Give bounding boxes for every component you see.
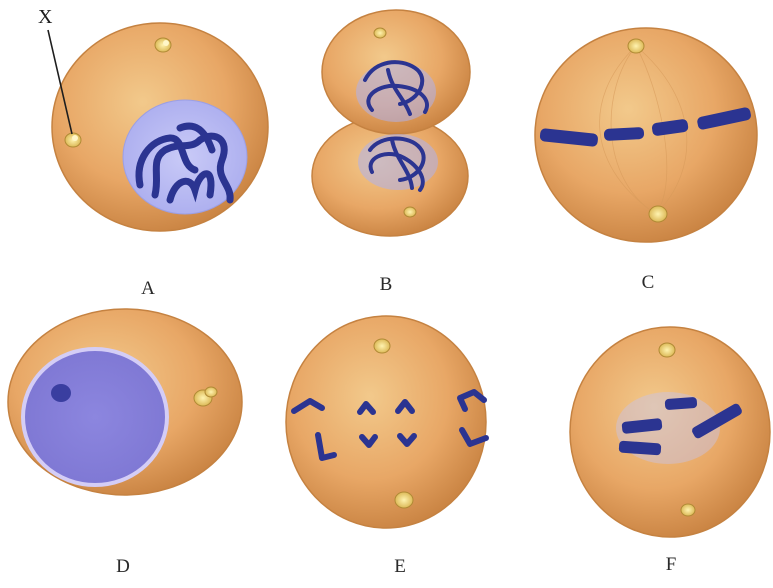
panel-label-f: F xyxy=(641,554,701,576)
cell-a-centriole-x xyxy=(65,133,81,147)
panel-label-b: B xyxy=(356,274,416,296)
cell-d xyxy=(8,309,242,495)
cell-e xyxy=(286,316,486,528)
pointer-label-x: X xyxy=(38,6,52,29)
cell-b-centriole-bottom xyxy=(404,207,416,217)
cell-b-centriole-top xyxy=(374,28,386,38)
cell-f-centriole-top xyxy=(659,343,675,357)
cell-d-nucleolus xyxy=(51,384,71,402)
cell-b xyxy=(312,10,470,236)
panel-label-a: A xyxy=(118,278,178,300)
cell-c-centriole-top xyxy=(628,39,644,53)
cell-f-centriole-bottom xyxy=(681,504,695,516)
panel-label-d: D xyxy=(93,556,153,578)
panel-label-c: C xyxy=(618,272,678,294)
cell-c-centriole-bottom xyxy=(649,206,667,222)
panel-label-e: E xyxy=(370,556,430,578)
cell-a-centriole-top xyxy=(155,38,171,52)
cell-f xyxy=(570,327,770,537)
cell-e-centriole-bottom xyxy=(395,492,413,508)
cell-e-centriole-top xyxy=(374,339,390,353)
cell-d-nucleus xyxy=(23,349,167,485)
cell-c xyxy=(535,28,757,242)
cell-a xyxy=(48,23,268,231)
